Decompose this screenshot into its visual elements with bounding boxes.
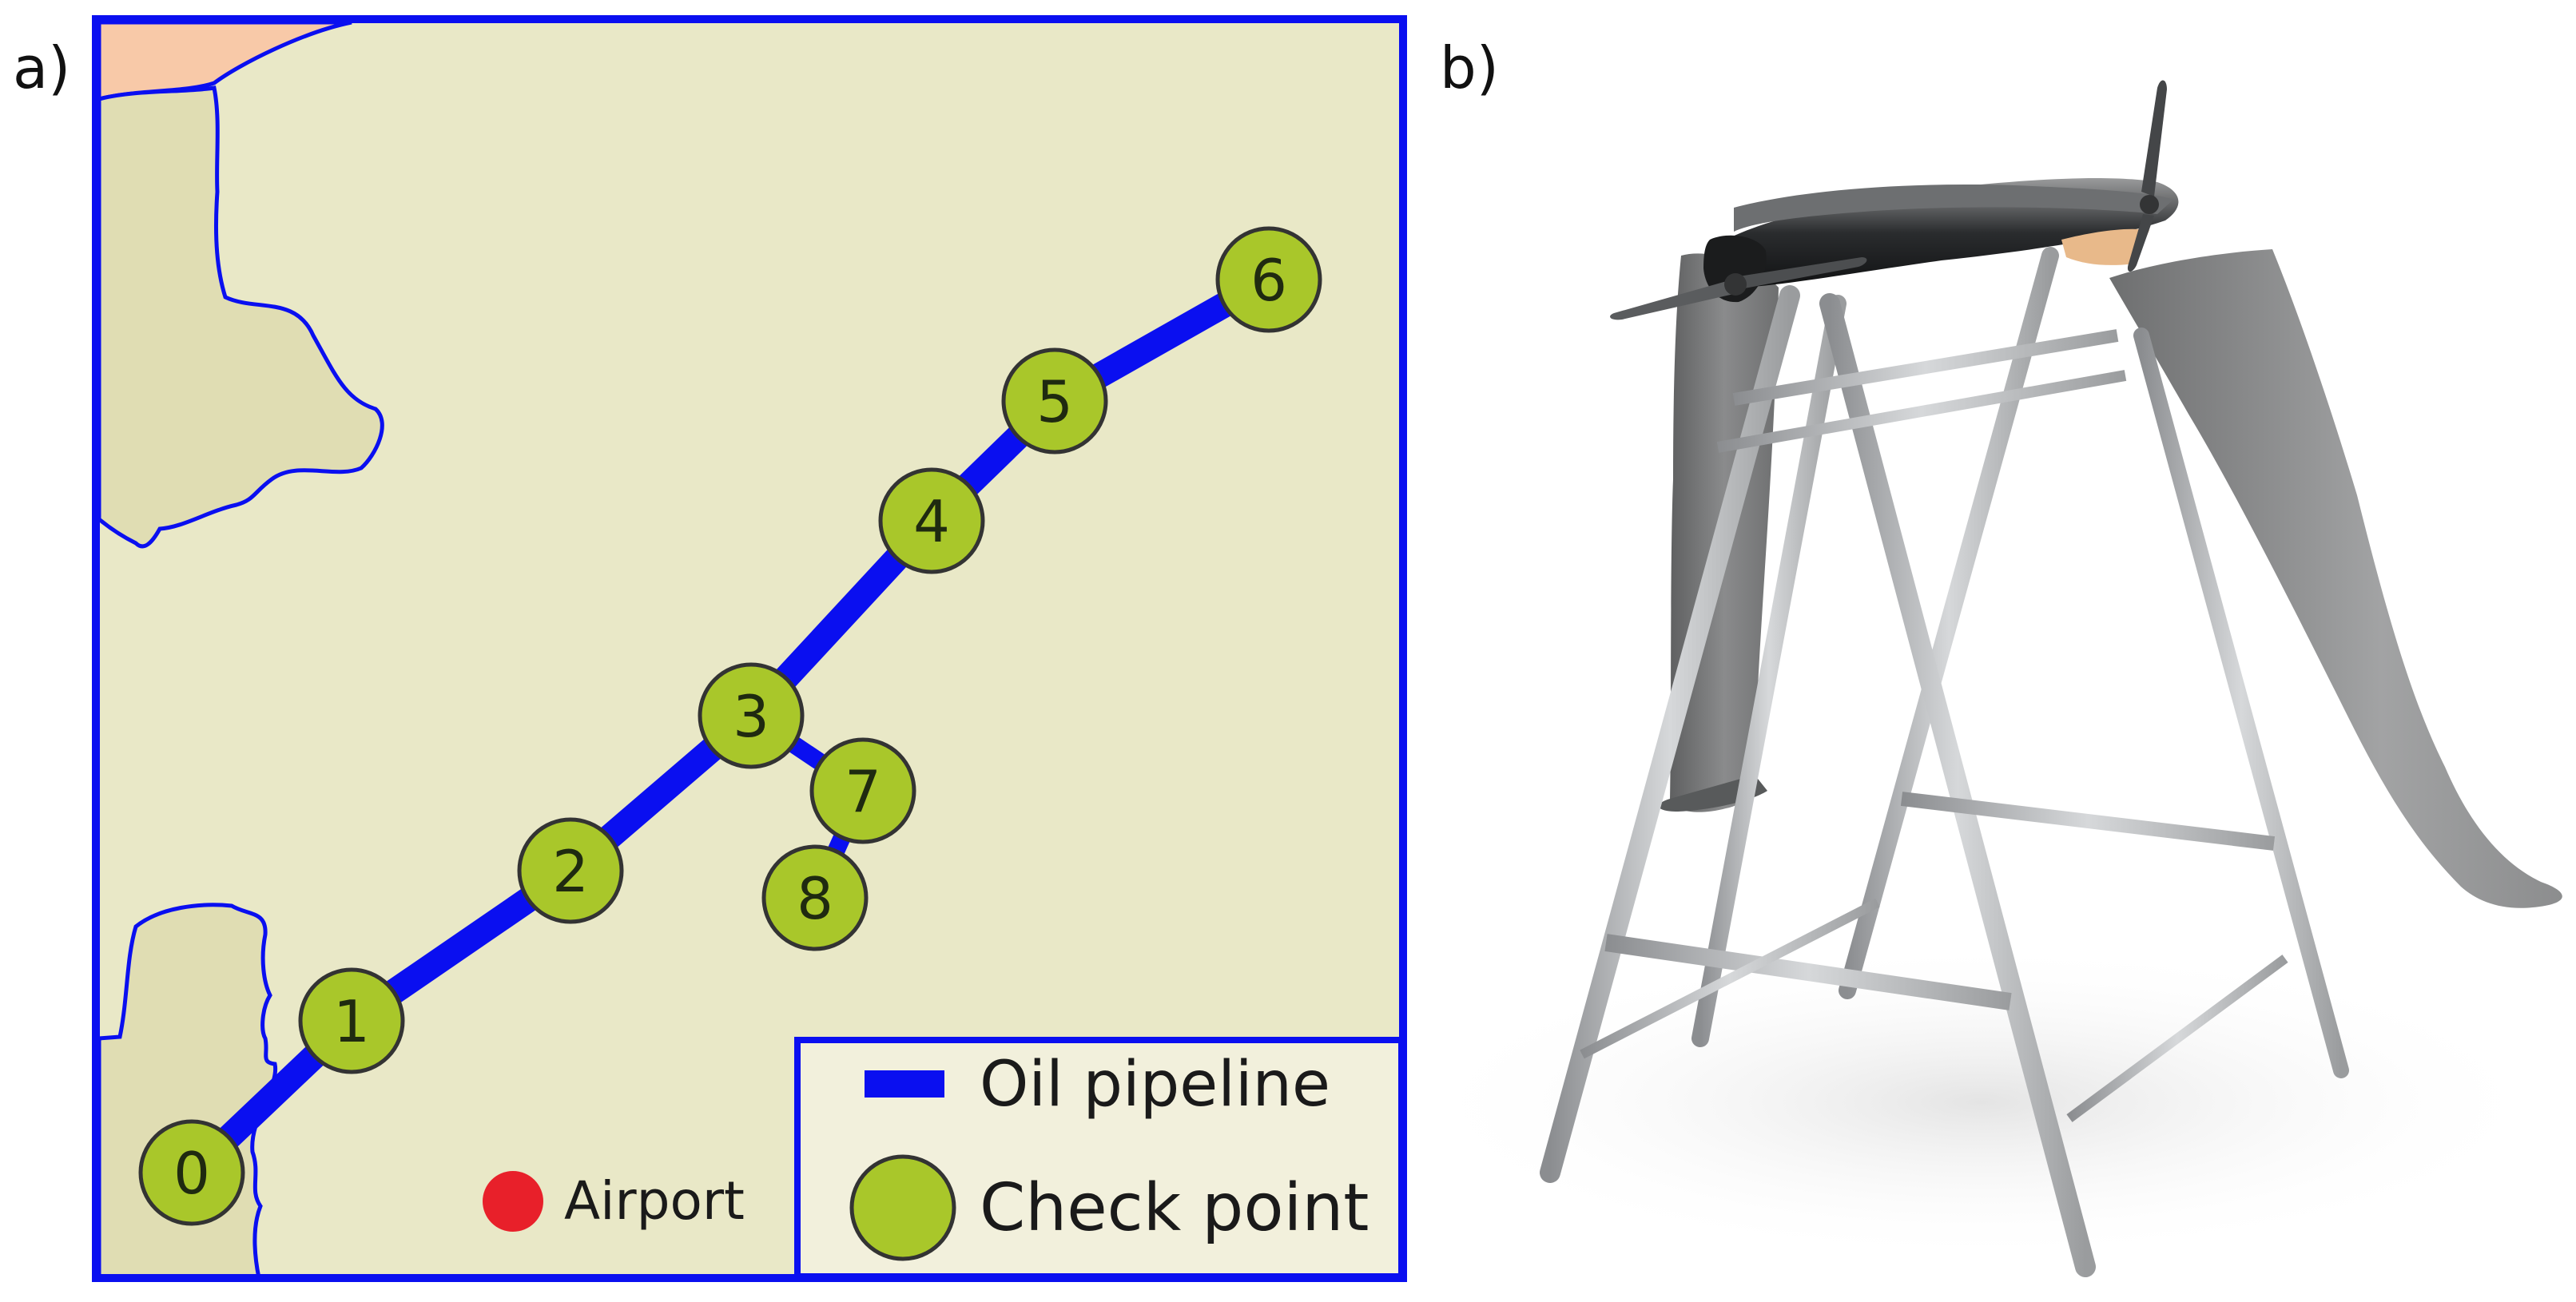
checkpoint-4: 4 [878,467,985,574]
checkpoint-5: 5 [1001,347,1108,455]
right-propeller-hub [2140,195,2159,214]
airport-label: Airport [564,1170,745,1232]
right-propeller-blade-a [2141,80,2167,196]
floor-shadow [1406,943,2557,1262]
checkpoint-circle-1 [298,967,405,1074]
checkpoint-circle-7 [809,737,916,844]
checkpoint-6: 6 [1215,226,1322,333]
stand-brace-diag-left [1580,898,1880,1059]
legend: Oil pipeline Check point [794,1037,1405,1280]
checkpoint-label-2: 2 [552,838,589,905]
checkpoint-circle-0 [138,1119,245,1226]
right-wing [2109,249,2562,908]
stand-brace-top-back [1732,329,2119,406]
aircraft-on-stand-illustration [1406,80,2562,1277]
checkpoint-label-6: 6 [1250,247,1287,314]
checkpoint-7: 7 [809,737,916,844]
wing-root-accent [2061,228,2149,265]
right-propeller-blade-b [2127,214,2154,272]
checkpoint-label-3: 3 [733,683,769,750]
checkpoint-0: 0 [138,1119,245,1226]
checkpoint-label-8: 8 [797,865,833,932]
map-panel: 0 1 2 3 4 5 6 78 Airport Oil pipeline Check poi… [92,15,1407,1282]
checkpoint-circle-4 [878,467,985,574]
airport-marker [483,1171,543,1232]
left-propeller-hub [1724,273,1747,296]
stand-brace-diag-right [2066,955,2288,1122]
panel-a-label: a) [13,34,70,101]
legend-pipeline-label: Oil pipeline [980,1049,1330,1121]
stand-leg-right [2133,327,2349,1078]
checkpoint-1: 1 [298,967,405,1074]
checkpoint-8: 8 [761,844,869,951]
stand-leg-front-right [1819,293,2096,1277]
left-propeller-blade-b [1739,257,1867,289]
checkpoint-circle-6 [1215,226,1322,333]
legend-pipeline-swatch [865,1070,944,1098]
map-coast-upper [97,85,384,549]
stand-brace-lower [1604,934,2012,1010]
checkpoint-circle-3 [698,662,805,769]
map-frame [92,15,1407,1282]
checkpoint-circle-5 [1001,347,1108,455]
checkpoints: 0 1 2 3 4 5 6 78 [138,226,1322,1226]
legend-checkpoint-label: Check point [980,1170,1369,1246]
checkpoint-circle-8 [761,844,869,951]
checkpoint-label-5: 5 [1036,368,1073,435]
left-propeller-blade-a [1610,280,1734,320]
checkpoint-3: 3 [698,662,805,769]
checkpoint-label-4: 4 [913,488,950,555]
checkpoint-2: 2 [517,817,624,924]
stand-leg-back-right [1839,247,2059,999]
fuselage-top [1734,185,2173,232]
legend-checkpoint-swatch [849,1154,956,1261]
stand-brace-middle [1900,792,2276,851]
checkpoint-label-0: 0 [173,1140,210,1207]
panel-b-label: b) [1440,34,1499,101]
checkpoint-label-1: 1 [333,988,370,1055]
checkpoint-label-7: 7 [845,758,881,825]
checkpoint-circle-2 [517,817,624,924]
stand-brace-top-front [1716,370,2127,453]
